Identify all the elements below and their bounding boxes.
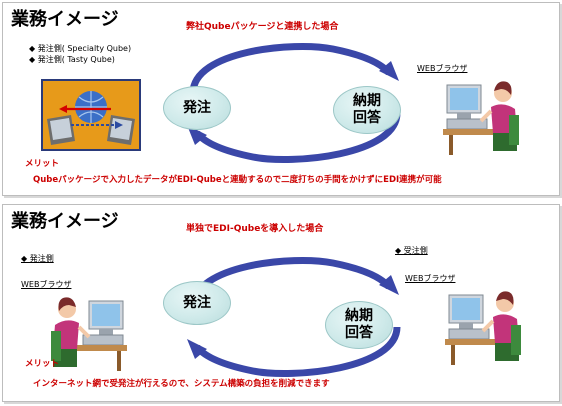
order-label: 発注 (183, 294, 211, 311)
panel-title: 業務イメージ (11, 9, 119, 30)
delivery-answer-label: 納期 回答 (345, 308, 373, 341)
orderer-person-icon (51, 297, 127, 371)
network-exchange-icon (41, 79, 141, 151)
order-ellipse: 発注 (163, 281, 231, 325)
merit-text: Qubeパッケージで入力したデータがEDI-Qubeと連動するので二度打ちの手間… (33, 175, 442, 185)
orderer-label: ◆ 発注側 (21, 254, 54, 263)
supplier-browser-label: WEBブラウザ (405, 274, 456, 283)
web-browser-label: WEBブラウザ (417, 64, 468, 73)
cycle-arrows (187, 42, 401, 164)
merit-label: メリット (25, 359, 60, 369)
merit-text: インターネット網で受発注が行えるので、システム構築の負担を削減できます (33, 379, 330, 389)
orderer-browser-label: WEBブラウザ (21, 280, 72, 289)
supplier-label: ◆ 受注側 (395, 246, 428, 255)
panel-bottom: 業務イメージ 単独でEDI-Qubeを導入した場合 ◆ 発注側 WEBブラウザ … (2, 204, 560, 402)
orderer-label-tasty: ◆ 発注側( Tasty Qube) (29, 55, 115, 64)
scenario-label: 弊社Qubeパッケージと連携した場合 (186, 22, 339, 32)
orderer-label-specialty: ◆ 発注側( Specialty Qube) (29, 44, 132, 53)
delivery-answer-ellipse: 納期 回答 (325, 301, 393, 349)
supplier-person-icon (445, 291, 521, 365)
panel-top: 業務イメージ 弊社Qubeパッケージと連携した場合 ◆ 発注側( Special… (2, 2, 560, 196)
person-at-computer-icon (443, 81, 519, 155)
order-label: 発注 (183, 99, 211, 116)
delivery-answer-label: 納期 回答 (353, 93, 381, 126)
order-ellipse: 発注 (163, 86, 231, 130)
scenario-label: 単独でEDI-Qubeを導入した場合 (186, 224, 324, 234)
delivery-answer-ellipse: 納期 回答 (333, 86, 401, 134)
merit-label: メリット (25, 159, 60, 169)
panel-title: 業務イメージ (11, 211, 119, 232)
